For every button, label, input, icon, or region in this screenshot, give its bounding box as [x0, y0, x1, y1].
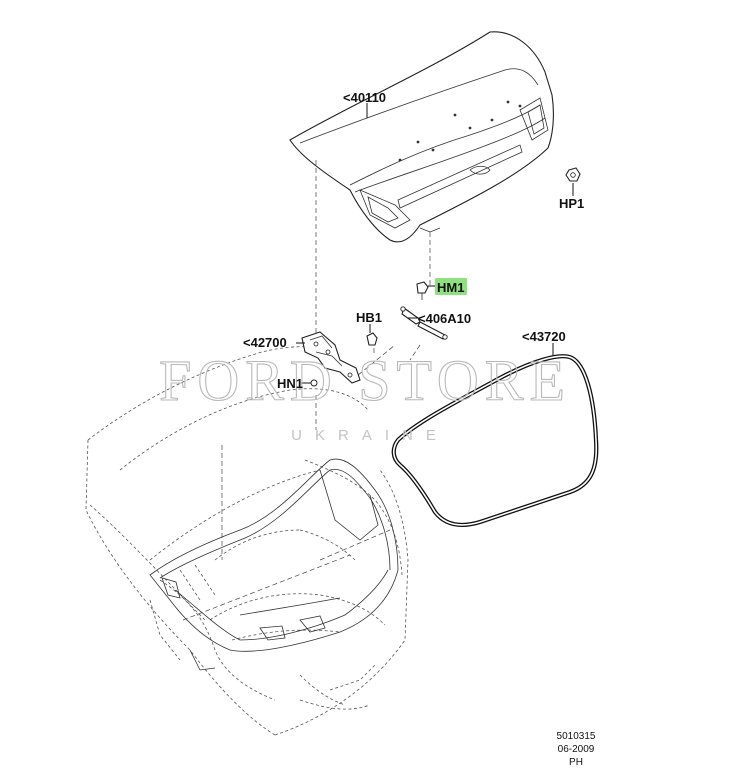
callout-labels: <40110 HP1 HM1 HB1 <406A10 <42700 HN1 <4… [243, 90, 584, 391]
footer-info: 5010315 06-2009 PH [557, 731, 596, 768]
footer-date: 06-2009 [558, 744, 595, 755]
label-hp1: HP1 [559, 196, 584, 211]
watermark: FORD STORE UKRAINE [159, 347, 571, 444]
leader-lines [296, 103, 574, 384]
alignment-lines [182, 160, 431, 621]
label-hinge: <42700 [243, 335, 287, 350]
car-body-outline [85, 346, 409, 736]
label-weatherstrip: <43720 [522, 329, 566, 344]
decklid-40110 [289, 31, 554, 243]
footer-code: 5010315 [557, 731, 596, 742]
watermark-main: FORD STORE [159, 348, 571, 413]
watermark-sub: UKRAINE [291, 427, 449, 444]
label-hn1: HN1 [277, 376, 303, 391]
weatherstrip-43720 [391, 354, 599, 528]
hinge-42700 [301, 331, 361, 384]
bolt-hb1 [366, 332, 378, 346]
label-hm1-highlight [435, 278, 467, 295]
label-decklid: <40110 [343, 90, 386, 105]
bolt-hm1 [416, 281, 429, 300]
label-strut: <406A10 [418, 311, 471, 326]
strut-406a10 [400, 306, 448, 340]
label-hb1: HB1 [356, 310, 382, 325]
footer-initials: PH [569, 757, 583, 768]
label-hm1: HM1 [437, 280, 464, 295]
trunk-opening [149, 458, 399, 671]
nut-hp1 [565, 167, 581, 182]
